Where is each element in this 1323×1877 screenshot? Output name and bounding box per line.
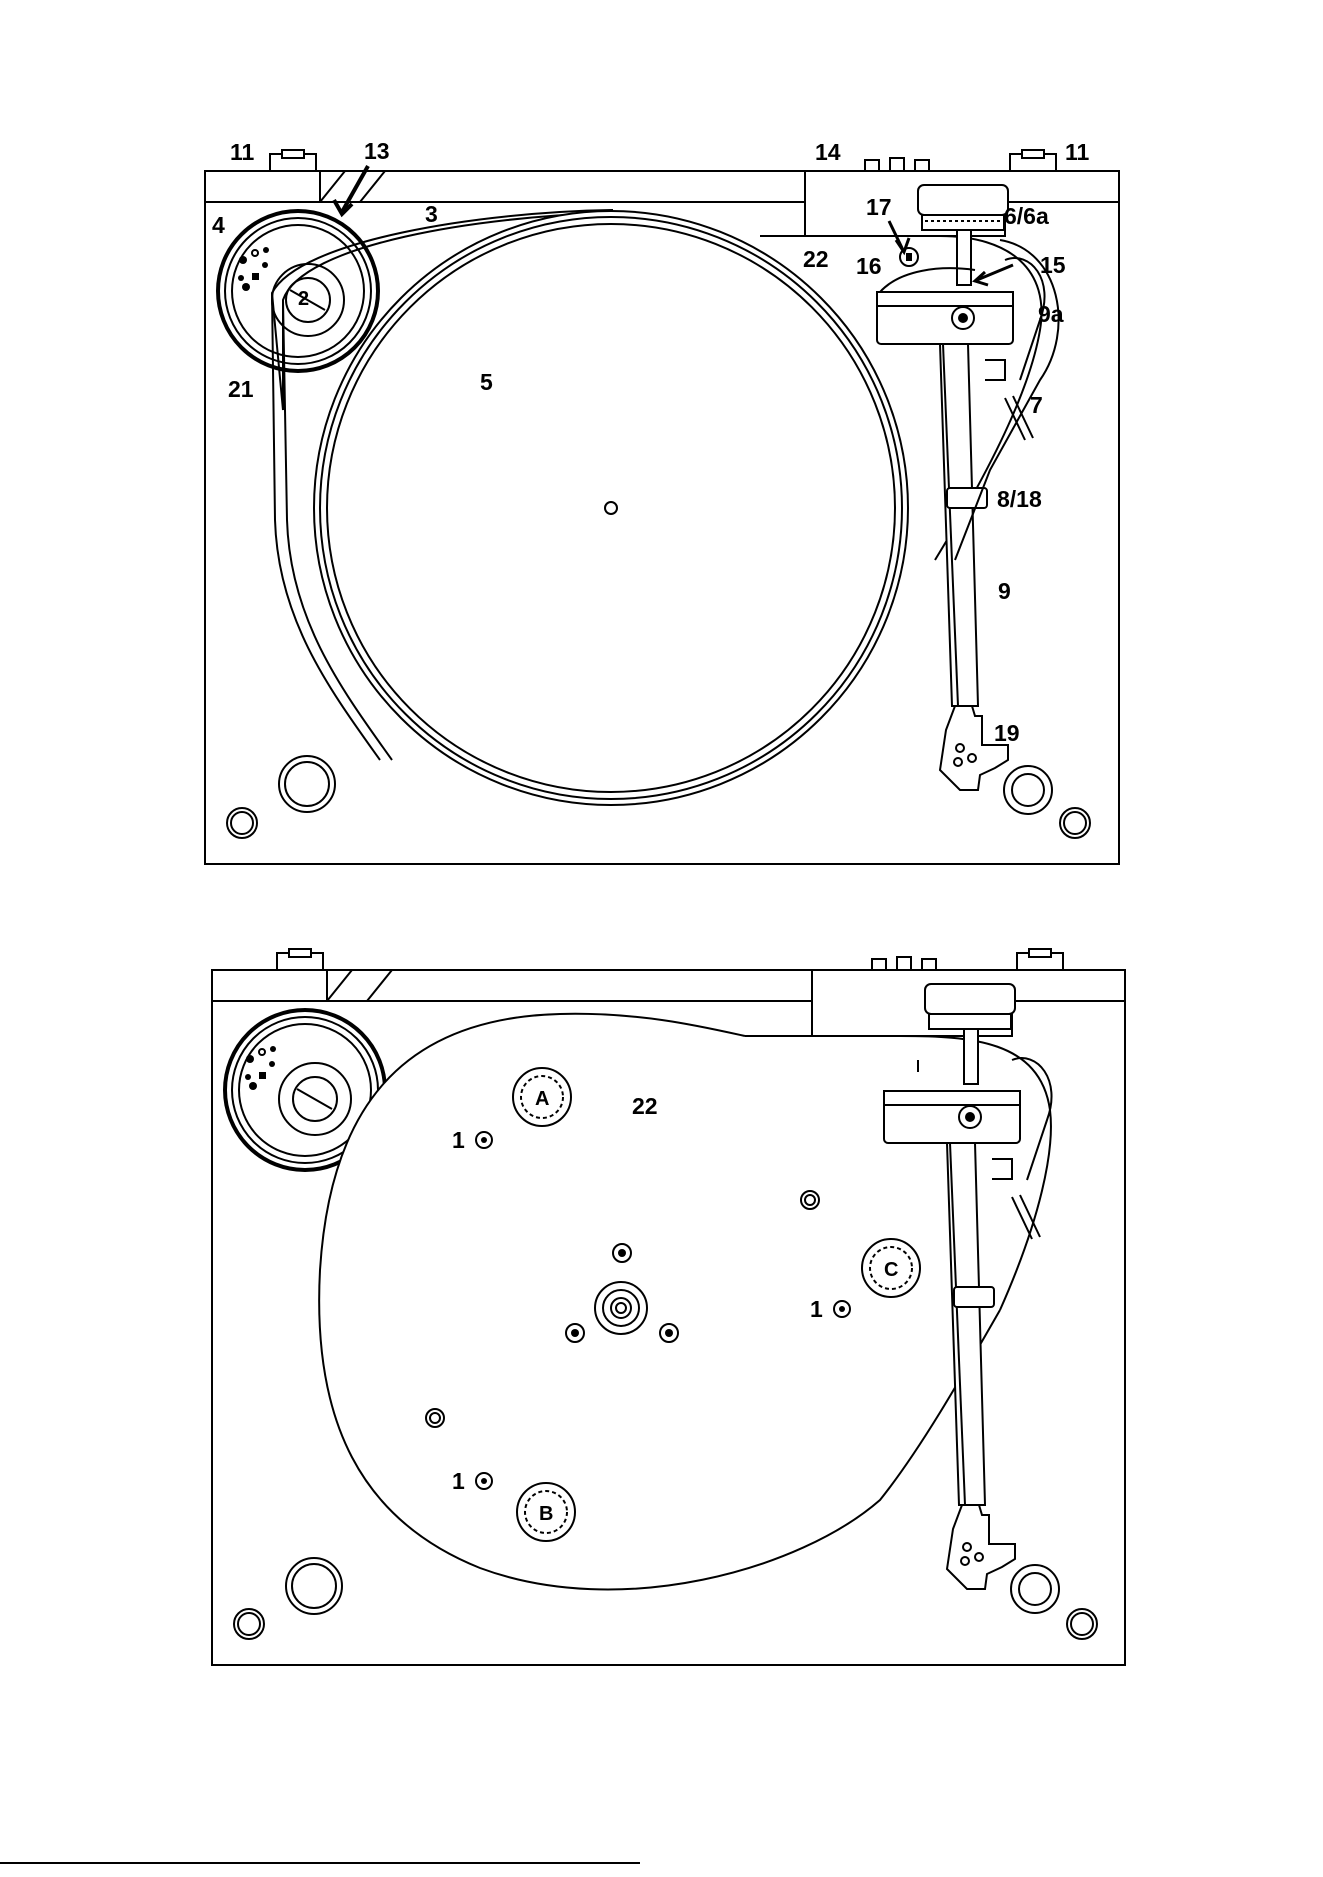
- label-9a: 9a: [1038, 301, 1064, 327]
- dust-cover-hinge-left: [270, 150, 316, 171]
- label-15: 15: [1040, 252, 1066, 278]
- label-9: 9: [998, 578, 1011, 604]
- label-21: 21: [228, 376, 254, 402]
- label-4: 4: [212, 212, 225, 238]
- label-8-18: 8/18: [997, 486, 1042, 512]
- top-figure: [205, 150, 1119, 864]
- foot-front-left-large: [279, 756, 335, 812]
- pad-a-label: A: [535, 1088, 549, 1110]
- label-16: 16: [856, 253, 882, 279]
- rca-sockets: [865, 158, 929, 171]
- label-2: 2: [298, 288, 309, 310]
- label-1b: 1: [810, 1296, 823, 1322]
- pad-b-label: B: [539, 1503, 553, 1525]
- label-11-right: 11: [1065, 139, 1090, 165]
- label-6-6a: 6/6a: [1004, 203, 1049, 229]
- dust-cover-hinge-right: [1010, 150, 1056, 171]
- label-22-bottom: 22: [632, 1093, 658, 1119]
- pad-c-label: C: [884, 1259, 898, 1281]
- platter: [314, 211, 908, 805]
- label-1c: 1: [452, 1468, 465, 1494]
- label-1a: 1: [452, 1127, 465, 1153]
- label-3: 3: [425, 201, 438, 227]
- label-19: 19: [994, 720, 1020, 746]
- footer-rule: [0, 1862, 640, 1864]
- label-22: 22: [803, 246, 829, 272]
- label-14: 14: [815, 139, 841, 165]
- bottom-figure: [212, 949, 1125, 1665]
- label-13: 13: [364, 138, 390, 164]
- label-11-left: 11: [230, 139, 255, 165]
- label-7: 7: [1030, 392, 1043, 418]
- label-5: 5: [480, 369, 493, 395]
- label-17: 17: [866, 194, 892, 220]
